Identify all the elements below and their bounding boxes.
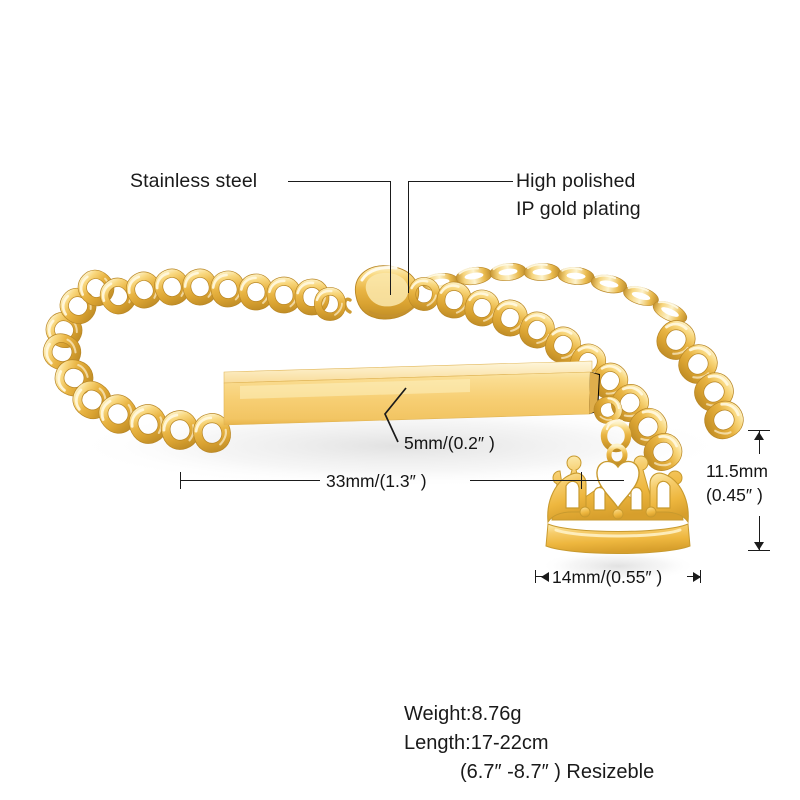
dimension-charm-height-line1: 11.5mm [706, 461, 768, 481]
leader-line-stainless-steel-horizontal [288, 181, 390, 182]
leader-line-plate-thickness [384, 387, 407, 443]
spec-weight: Weight:8.76g [404, 703, 522, 725]
dimension-arrow-left-14mm [541, 572, 549, 582]
guide-line-charm-width [530, 480, 624, 481]
crown-charm [545, 443, 691, 554]
dimension-tick-bottom-11mm [748, 550, 770, 551]
spec-length: Length:17-22cm [404, 732, 549, 754]
id-plate [223, 360, 600, 426]
chain-left-limb [38, 261, 332, 356]
leader-line-stainless-steel-vertical [390, 181, 391, 295]
dimension-arrow-down-11mm [754, 542, 764, 550]
leader-line-high-polished-horizontal [408, 181, 513, 182]
dimension-line-33mm-right [470, 480, 582, 481]
lobster-clasp [312, 265, 443, 323]
dimension-arrow-right-14mm [693, 572, 701, 582]
callout-ip-gold-plating-line2: IP gold plating [516, 198, 641, 220]
dimension-plate-thickness: 5mm/(0.2″ ) [404, 433, 495, 453]
spec-length-inches: (6.7″ -8.7″ ) Resizeble [460, 761, 655, 783]
dimension-plate-length: 33mm/(1.3″ ) [326, 471, 427, 491]
dimension-line-11mm-bottom [759, 516, 760, 550]
dimension-line-11mm-top [759, 430, 760, 454]
charm-connector [589, 392, 632, 453]
leader-line-high-polished-vertical [408, 181, 409, 293]
dimension-line-33mm-left [180, 480, 320, 481]
dimension-tick-right-14mm [700, 570, 701, 583]
dimension-arrow-up-11mm [754, 432, 764, 440]
callout-stainless-steel: Stainless steel [130, 170, 258, 192]
callout-high-polished-line1: High polished [516, 170, 636, 192]
dimension-charm-height-line2: (0.45″ ) [706, 485, 763, 505]
dimension-charm-width: 14mm/(0.55″ ) [552, 567, 663, 587]
